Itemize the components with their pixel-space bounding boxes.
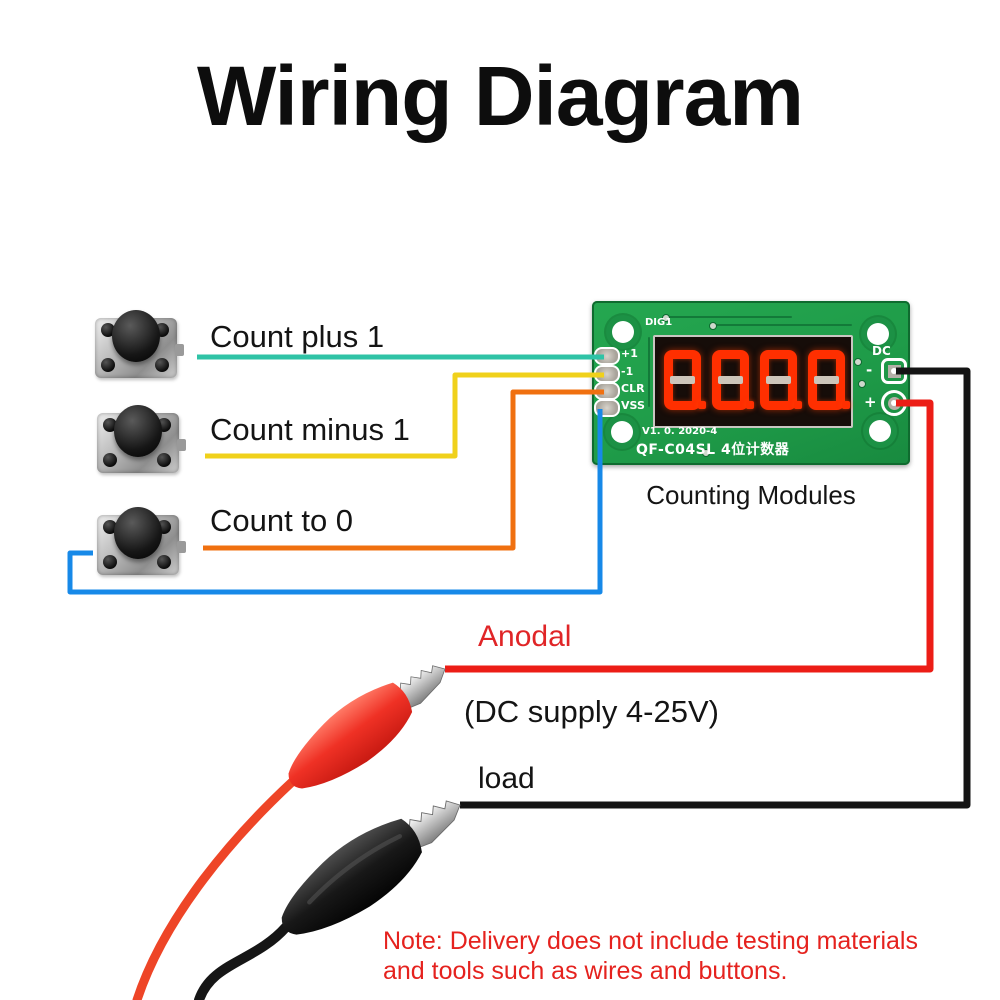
- pad-plus1: [594, 347, 620, 365]
- button-cap: [114, 405, 162, 457]
- pad-vss: [594, 399, 620, 417]
- digit: [808, 350, 850, 410]
- pad-label-plus1: +1: [621, 347, 638, 360]
- pad-minus1: [594, 365, 620, 383]
- digit: [664, 350, 706, 410]
- silkscreen-version: V1. 0. 2020-4: [642, 426, 718, 437]
- mounting-hole: [611, 421, 633, 443]
- via: [854, 358, 862, 366]
- pcb-trace: [664, 316, 792, 318]
- silkscreen-dig1: DIG1: [645, 317, 673, 328]
- push-button-count-minus: [97, 405, 186, 473]
- via: [709, 322, 717, 330]
- pcb-trace: [712, 324, 852, 326]
- pad-label-vss: VSS: [621, 399, 645, 412]
- digit: [760, 350, 802, 410]
- black-lead-wire: [194, 922, 291, 1000]
- clip-jaw: [391, 800, 461, 855]
- dc-positive-pad: [881, 390, 907, 416]
- silkscreen-model: QF-C04SL 4位计数器: [636, 442, 790, 458]
- page-title: Wiring Diagram: [197, 49, 804, 143]
- pad-label-clr: CLR: [621, 382, 645, 395]
- clip-boot: [288, 682, 413, 789]
- boot-highlight: [307, 833, 403, 905]
- clip-jaw: [384, 665, 446, 715]
- seven-segment-display: [653, 335, 853, 428]
- mounting-hole: [612, 321, 634, 343]
- counter-pcb: DIG1 +1 -1 CLR VSS DC - + V1. 0. 2020-4 …: [592, 301, 910, 465]
- note-line-2: and tools such as wires and buttons.: [383, 957, 788, 985]
- pcb-caption: Counting Modules: [646, 480, 856, 510]
- load-label: load: [478, 762, 535, 795]
- dc-negative-pad: [881, 358, 907, 384]
- button-pin: [175, 344, 184, 356]
- via: [662, 314, 670, 322]
- anodal-label: Anodal: [478, 620, 572, 653]
- button-cap: [112, 310, 160, 362]
- via: [858, 380, 866, 388]
- mounting-hole: [869, 420, 891, 442]
- button-cap: [114, 507, 162, 559]
- pad-clr: [594, 382, 620, 400]
- red-alligator-clip: [288, 665, 446, 789]
- label-count-minus: Count minus 1: [210, 412, 410, 447]
- mounting-hole: [867, 323, 889, 345]
- pcb-trace: [648, 337, 650, 407]
- push-button-count-zero: [97, 507, 186, 575]
- delivery-note: Note: Delivery does not include testing …: [383, 926, 998, 986]
- push-button-count-plus: [95, 310, 184, 378]
- dc-supply-label: (DC supply 4-25V): [464, 694, 719, 729]
- dc-plus-sign: +: [864, 393, 877, 411]
- label-count-zero: Count to 0: [210, 503, 354, 538]
- red-lead-wire: [132, 777, 297, 1000]
- dc-minus-sign: -: [866, 361, 873, 379]
- digit: [712, 350, 754, 410]
- pad-label-minus1: -1: [621, 365, 634, 378]
- label-count-plus: Count plus 1: [210, 319, 385, 354]
- note-line-1: Note: Delivery does not include testing …: [383, 927, 918, 955]
- dc-label: DC: [872, 344, 891, 358]
